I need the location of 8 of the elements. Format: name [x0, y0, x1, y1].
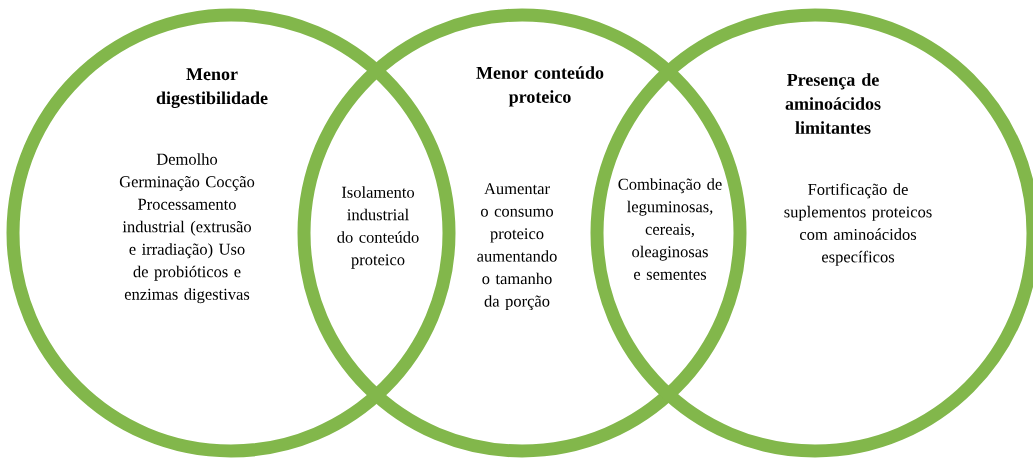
circle-text: Aumentar o consumo proteico aumentando o tamanho da porção — [477, 183, 557, 311]
overlap-text: Isolamento industrial do conteúdo proteico — [337, 186, 419, 269]
circle-heading: Presença de aminoácidos limitantes — [785, 73, 881, 134]
circle-heading: Menor conteúdo proteico — [476, 66, 604, 107]
circle-heading: Menor digestibilidade — [156, 68, 268, 108]
circle-text: Demolho Germinação Cocção Processamento industrial (extrusão e irradiação) Uso de probióticos e enzimas digestivas — [119, 153, 255, 304]
overlap-text: Combinação de leguminosas, cereais, oleaginosas e sementes — [618, 178, 722, 280]
circle-text: Fortificação de suplementos proteicos com aminoácidos específicos — [784, 183, 932, 266]
